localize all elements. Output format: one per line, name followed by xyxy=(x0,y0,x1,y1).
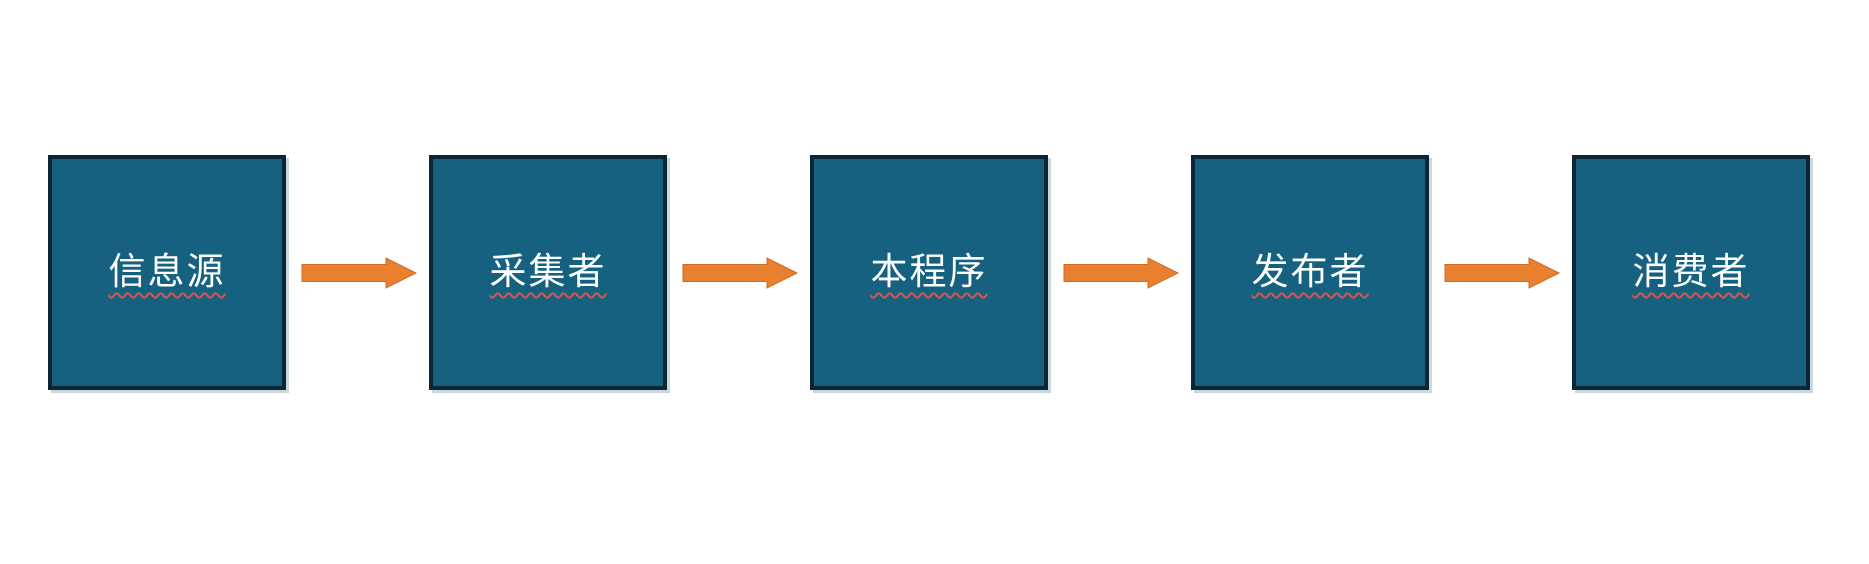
flow-node-collector-label: 采集者 xyxy=(489,252,607,293)
flow-node-consumer-label: 消费者 xyxy=(1632,252,1750,293)
flow-row: 信息源 采集者 本程序 发布者 消费者 xyxy=(48,155,1810,390)
arrow-right-icon xyxy=(1444,256,1561,289)
flow-node-source: 信息源 xyxy=(48,155,286,390)
flow-node-publisher: 发布者 xyxy=(1191,155,1429,390)
arrow-right-icon xyxy=(682,256,799,289)
flow-node-consumer: 消费者 xyxy=(1572,155,1810,390)
flow-node-program-label: 本程序 xyxy=(870,252,988,293)
flow-node-collector: 采集者 xyxy=(429,155,667,390)
arrow-right-icon xyxy=(301,256,418,289)
arrow-right-icon xyxy=(1063,256,1180,289)
flow-node-program: 本程序 xyxy=(810,155,1048,390)
flow-node-source-label: 信息源 xyxy=(108,252,226,293)
flow-node-publisher-label: 发布者 xyxy=(1251,252,1369,293)
